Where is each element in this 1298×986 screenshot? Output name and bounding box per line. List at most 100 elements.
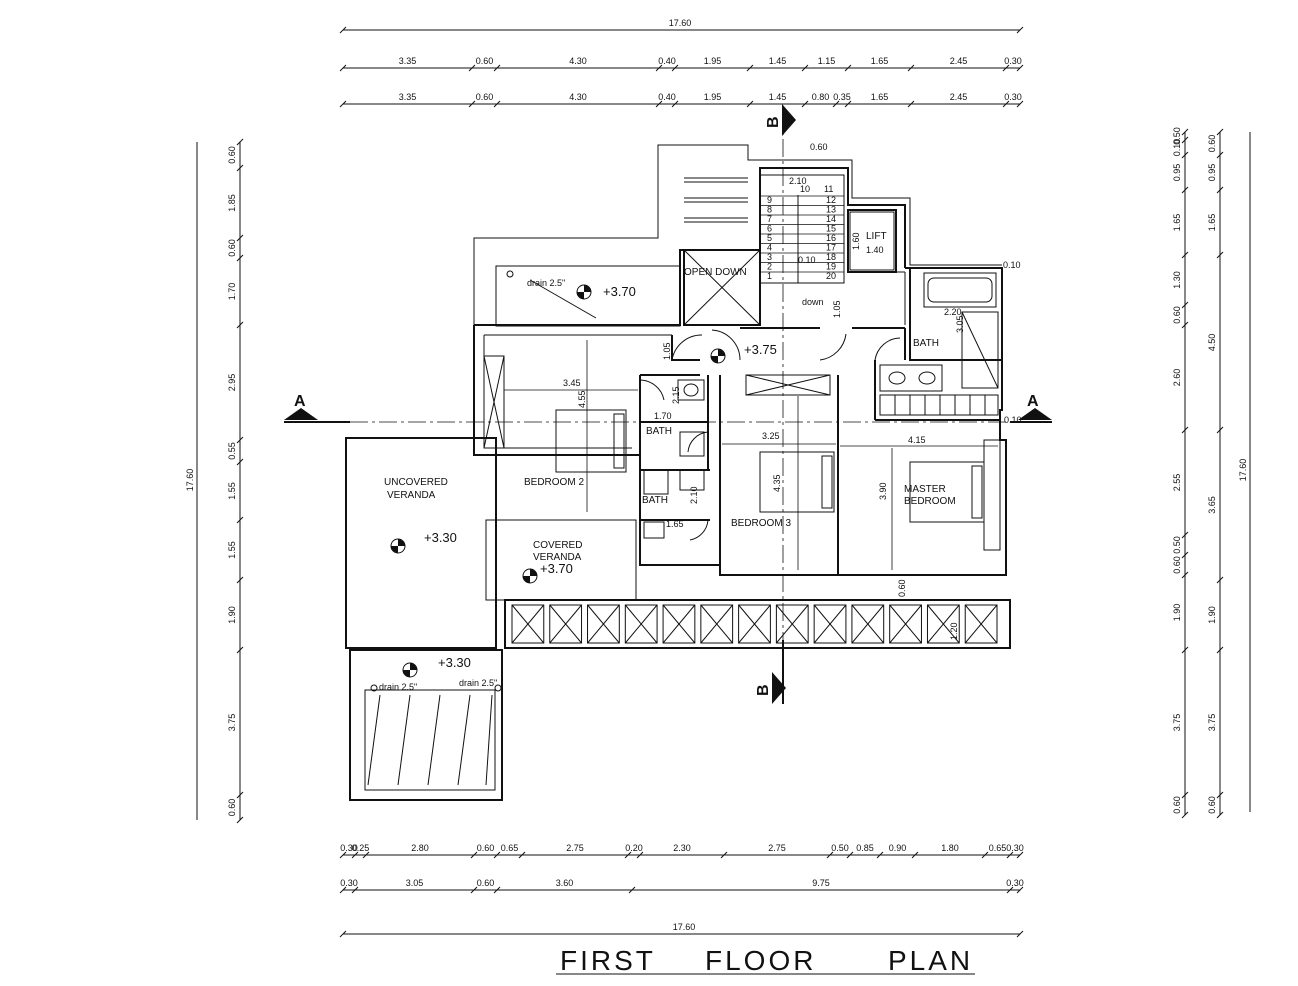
dimension-value: 1.65 bbox=[1172, 214, 1182, 232]
level-uncovered: +3.30 bbox=[424, 530, 457, 545]
dimension-value: 0.65 bbox=[989, 843, 1007, 853]
level-hall: +3.75 bbox=[744, 342, 777, 357]
dimension-value: 0.30 bbox=[1004, 92, 1022, 102]
dimension-value: 0.95 bbox=[1207, 164, 1217, 182]
dimension-value: 0.30 bbox=[1004, 56, 1022, 66]
room-labels: BEDROOM 2 BEDROOM 3 MASTER BEDROOM BATH … bbox=[384, 231, 956, 563]
dimension-value: 2.95 bbox=[227, 374, 237, 392]
overall-value: 17.60 bbox=[185, 469, 195, 492]
dimension-value: 0.60 bbox=[227, 799, 237, 817]
dimension-value: 0.60 bbox=[227, 146, 237, 164]
dimension-value: 0.30 bbox=[340, 843, 358, 853]
dimension-value: 3.05 bbox=[406, 878, 424, 888]
stair-step-number: 20 bbox=[826, 271, 836, 281]
dimension-value: 1.45 bbox=[769, 92, 787, 102]
dimension-value: 0.55 bbox=[227, 442, 237, 460]
room-label-lift: LIFT bbox=[866, 231, 887, 242]
dimension-value: 1.15 bbox=[818, 56, 836, 66]
svg-text:1.70: 1.70 bbox=[654, 411, 672, 421]
dimension-value: 0.90 bbox=[889, 843, 907, 853]
room-label-uncovered: UNCOVERED bbox=[384, 477, 448, 488]
stair-step-number: 5 bbox=[767, 233, 772, 243]
dimension-value: 0.60 bbox=[1207, 796, 1217, 814]
dimension-value: 0.50 bbox=[1172, 536, 1182, 554]
dimension-value: 0.10 bbox=[1172, 139, 1182, 157]
dimension-value: 2.45 bbox=[950, 92, 968, 102]
level-roof: +3.70 bbox=[603, 284, 636, 299]
svg-text:0.60: 0.60 bbox=[810, 142, 828, 152]
dimension-value: 2.55 bbox=[1172, 474, 1182, 492]
level-covered: +3.70 bbox=[540, 561, 573, 576]
right-dim-chain-2: 0.600.951.654.503.651.903.750.60 bbox=[1207, 128, 1224, 819]
dimension-value: 1.90 bbox=[1172, 604, 1182, 622]
stair-step-number: 19 bbox=[826, 262, 836, 272]
dimension-value: 3.60 bbox=[556, 878, 574, 888]
dimension-value: 0.65 bbox=[501, 843, 519, 853]
svg-text:0.60: 0.60 bbox=[897, 579, 907, 597]
room-label-master-bedroom: BEDROOM bbox=[904, 496, 956, 507]
section-marker-b-top: B bbox=[765, 104, 796, 136]
svg-text:3.05: 3.05 bbox=[955, 315, 965, 333]
svg-text:4.15: 4.15 bbox=[908, 435, 926, 445]
svg-text:4.55: 4.55 bbox=[577, 390, 587, 408]
dimension-value: 4.30 bbox=[569, 56, 587, 66]
dimension-value: 2.60 bbox=[1172, 369, 1182, 387]
dimension-value: 2.75 bbox=[566, 843, 584, 853]
overall-value: 17.60 bbox=[669, 18, 692, 28]
dimension-value: 3.65 bbox=[1207, 496, 1217, 514]
inner-dimension-labels: 0.60 2.10 1.40 1.60 0.10 2.20 3.05 0.10 … bbox=[563, 142, 1022, 640]
level-labels: +3.70 +3.75 +3.30 +3.70 +3.30 drain 2.5"… bbox=[379, 278, 777, 692]
stair-step-number: 9 bbox=[767, 195, 772, 205]
svg-text:0.10: 0.10 bbox=[1003, 260, 1021, 270]
dimension-value: 0.95 bbox=[1172, 164, 1182, 182]
svg-text:1.40: 1.40 bbox=[866, 245, 884, 255]
dimension-value: 9.75 bbox=[812, 878, 830, 888]
dimension-value: 0.85 bbox=[856, 843, 874, 853]
stair-step-number: 8 bbox=[767, 205, 772, 215]
svg-text:1.65: 1.65 bbox=[666, 519, 684, 529]
dimension-value: 1.90 bbox=[227, 606, 237, 624]
dimension-value: 2.30 bbox=[673, 843, 691, 853]
dimension-value: 0.35 bbox=[833, 92, 851, 102]
stair-step-number: 17 bbox=[826, 243, 836, 253]
dimension-value: 0.50 bbox=[831, 843, 849, 853]
stair-step-number: 3 bbox=[767, 252, 772, 262]
right-dim-chain-1: 0.500.100.951.651.300.602.602.550.500.60… bbox=[1172, 127, 1189, 819]
dimension-value: 1.95 bbox=[704, 56, 722, 66]
overall-dim-top: 17.60 bbox=[339, 18, 1024, 34]
section-marker-a-left: A bbox=[284, 393, 350, 423]
svg-text:1.05: 1.05 bbox=[832, 300, 842, 318]
svg-text:2.10: 2.10 bbox=[789, 176, 807, 186]
dimension-value: 1.65 bbox=[871, 56, 889, 66]
stair-step-number: 6 bbox=[767, 224, 772, 234]
room-label-covered: COVERED bbox=[533, 540, 582, 551]
dimension-value: 2.45 bbox=[950, 56, 968, 66]
dimension-value: 0.30 bbox=[340, 878, 358, 888]
dimension-value: 0.30 bbox=[1006, 843, 1024, 853]
svg-text:0.10: 0.10 bbox=[798, 255, 816, 265]
svg-text:4.35: 4.35 bbox=[772, 474, 782, 492]
level-markers bbox=[370, 270, 726, 692]
room-label-veranda: VERANDA bbox=[387, 490, 436, 501]
svg-text:0.10: 0.10 bbox=[1004, 415, 1022, 425]
overall-dim-left: 17.60 bbox=[185, 142, 198, 820]
overall-dim-right: 17.60 bbox=[1238, 132, 1251, 812]
dimension-value: 1.70 bbox=[227, 283, 237, 301]
left-dim-chain: 0.601.850.601.702.950.551.551.551.903.75… bbox=[227, 138, 244, 824]
svg-text:3.90: 3.90 bbox=[878, 482, 888, 500]
dimension-value: 0.60 bbox=[477, 843, 495, 853]
section-marker-b-bottom: B bbox=[755, 640, 786, 704]
door-swings bbox=[639, 329, 901, 541]
dimension-value: 3.75 bbox=[1172, 714, 1182, 732]
overall-value: 17.60 bbox=[673, 922, 696, 932]
section-label: B bbox=[755, 684, 772, 696]
room-label-master: MASTER bbox=[904, 484, 946, 495]
dimension-value: 0.25 bbox=[352, 843, 370, 853]
stair-step-number: 16 bbox=[826, 233, 836, 243]
dimension-value: 0.80 bbox=[812, 92, 830, 102]
dimension-value: 1.90 bbox=[1207, 606, 1217, 624]
dimension-value: 0.60 bbox=[1207, 135, 1217, 153]
dimension-value: 1.30 bbox=[1172, 271, 1182, 289]
